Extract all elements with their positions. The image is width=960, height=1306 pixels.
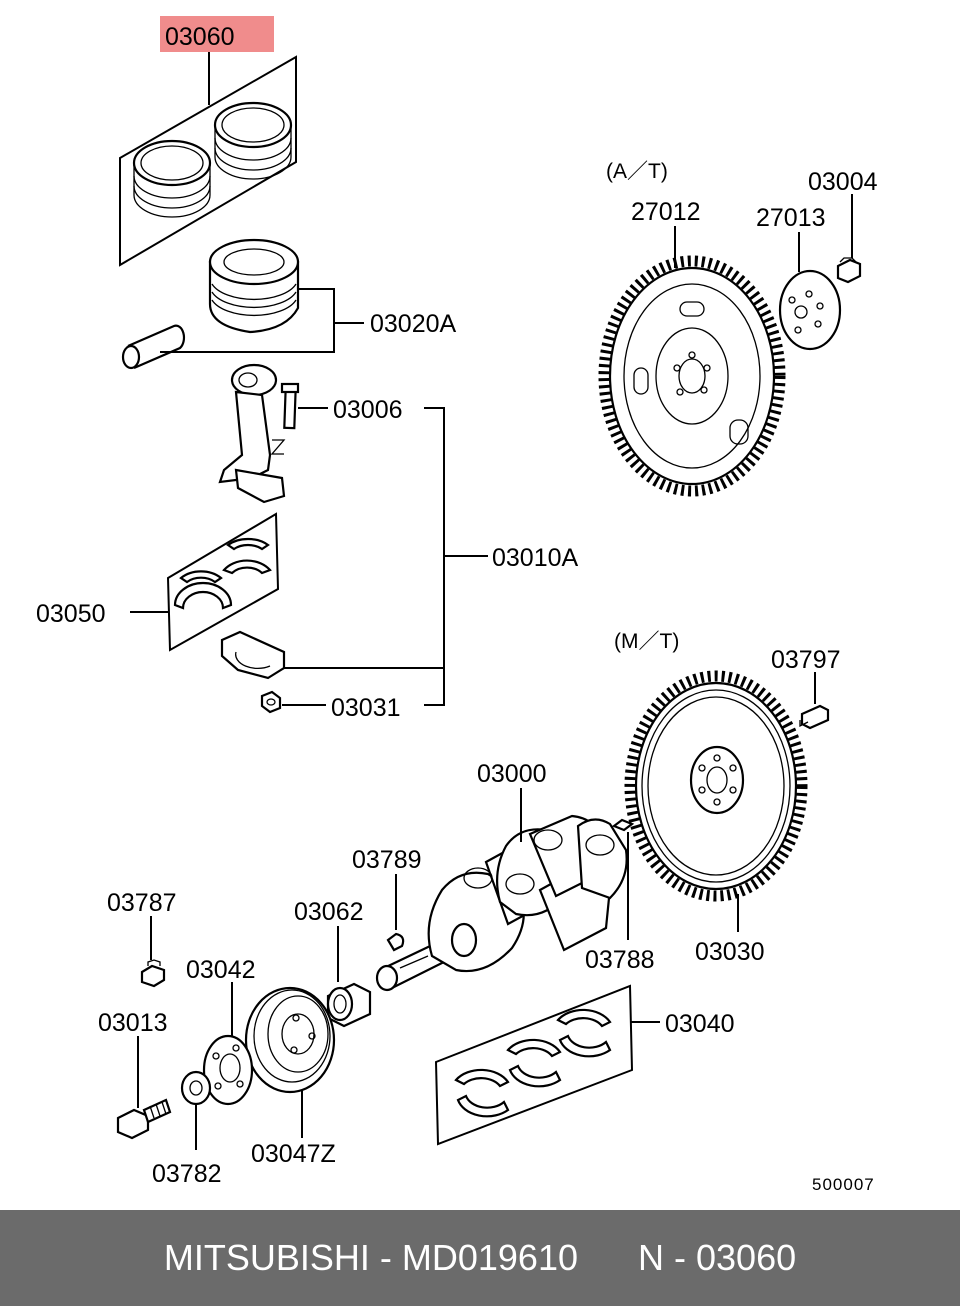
label-03042: 03042 [186, 956, 256, 984]
label-03020A: 03020A [370, 310, 457, 338]
damper-pulley [244, 986, 336, 1094]
crankshaft [375, 814, 628, 992]
label-27013: 27013 [756, 204, 826, 232]
label-03787: 03787 [107, 889, 177, 917]
adapter-plate [778, 269, 842, 351]
drawing-code: 500007 [812, 1175, 875, 1194]
label-03047Z: 03047Z [251, 1140, 336, 1168]
part-number: MD019610 [401, 1237, 578, 1278]
label-03788: 03788 [585, 946, 655, 974]
label-03030: 03030 [695, 938, 765, 966]
washer [180, 1070, 212, 1106]
conrod-bearing-set [166, 512, 280, 652]
piston [208, 238, 300, 334]
label-03062: 03062 [294, 898, 364, 926]
label-mt: (M／T) [614, 630, 679, 653]
piston-ring-set [119, 55, 297, 267]
main-bearing-set [434, 984, 634, 1146]
parts-diagram: 03060 03020A 03006 03010A 03050 [36, 16, 878, 1194]
label-03013: 03013 [98, 1009, 168, 1037]
label-03782: 03782 [152, 1160, 222, 1188]
label-03050: 03050 [36, 600, 106, 628]
separator: - [369, 1237, 402, 1278]
label-03010A: 03010A [492, 544, 579, 572]
flywheel-bolt [799, 704, 830, 730]
ref-code: N - 03060 [638, 1237, 797, 1278]
plate-bolt [836, 257, 862, 284]
crank-bolt [116, 1098, 172, 1140]
label-03797: 03797 [771, 646, 841, 674]
crank-plate [202, 1034, 254, 1106]
label-03000: 03000 [477, 760, 547, 788]
label-03789: 03789 [352, 846, 422, 874]
crank-sprocket [326, 982, 372, 1028]
small-bolt [140, 959, 166, 988]
label-03060: 03060 [165, 23, 235, 51]
label-03031: 03031 [331, 694, 401, 722]
spacer [578, 1237, 638, 1279]
piston-pin [121, 324, 186, 370]
drive-plate-at [598, 255, 786, 497]
label-03006: 03006 [333, 396, 403, 424]
conrod-nut [260, 690, 282, 714]
key-03788 [611, 818, 635, 832]
part-info-bar: MITSUBISHI - MD019610 N - 03060 [0, 1210, 960, 1306]
label-27012: 27012 [631, 198, 701, 226]
label-at: (A／T) [606, 160, 668, 183]
label-03040: 03040 [665, 1010, 735, 1038]
label-03004: 03004 [808, 168, 878, 196]
flywheel-mt [624, 670, 808, 902]
connecting-rod [218, 363, 300, 504]
highlight-box [160, 16, 274, 52]
brand-name: MITSUBISHI [163, 1237, 370, 1278]
conrod-cap [220, 630, 286, 680]
key-03789 [386, 932, 405, 952]
